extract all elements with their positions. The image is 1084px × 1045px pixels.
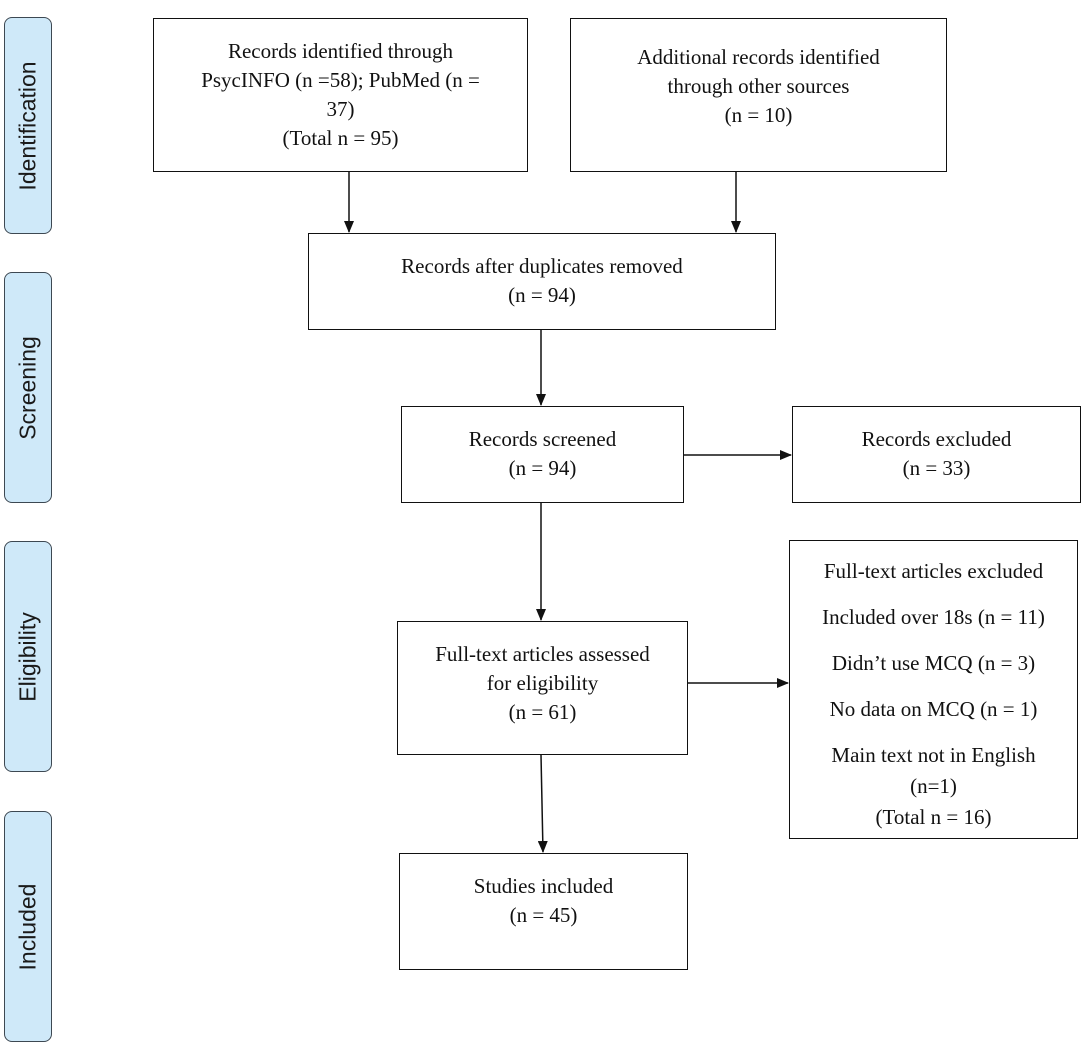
studies-included-box: Studies included (n = 45) [399, 853, 688, 970]
box-line: (Total n = 95) [282, 126, 399, 150]
box-line: (n = 94) [508, 456, 577, 480]
stage-tab-identification: Identification [4, 17, 52, 234]
box-line: Didn’t use MCQ (n = 3) [831, 651, 1036, 675]
box-line: Records excluded [861, 427, 1012, 451]
box-line: (n = 33) [902, 456, 971, 480]
box-line: (n = 45) [509, 903, 578, 927]
box-line: Included over 18s (n = 11) [822, 605, 1045, 629]
box-line: PsycINFO (n =58); PubMed (n = [201, 68, 480, 92]
box-line: for eligibility [486, 671, 599, 695]
box-line: Additional records identified [637, 45, 880, 69]
box-line: Records screened [468, 427, 617, 451]
stage-tab-eligibility: Eligibility [4, 541, 52, 772]
arrow-fulltext-to-included [537, 754, 548, 853]
box-line: Full-text articles assessed [435, 642, 650, 666]
box-line: (Total n = 16) [875, 805, 992, 829]
box-line: Records identified through [227, 39, 454, 63]
box-line: (n = 94) [508, 283, 576, 307]
stage-tab-screening: Screening [4, 272, 52, 503]
fulltext-assessed-box: Full-text articles assessed for eligibil… [397, 621, 688, 755]
records-screened-box: Records screened (n = 94) [401, 406, 684, 503]
fulltext-excluded-box: Full-text articles excluded Included ove… [789, 540, 1078, 839]
box-line: (n = 61) [508, 700, 577, 724]
box-line: Records after duplicates removed [401, 254, 683, 278]
box-line: (n = 10) [724, 103, 793, 127]
box-line: Studies included [473, 874, 614, 898]
records-identified-box: Records identified through PsycINFO (n =… [153, 18, 528, 172]
box-line: (n=1) [910, 774, 957, 798]
additional-records-box: Additional records identified through ot… [570, 18, 947, 172]
box-line: 37) [326, 97, 355, 121]
stage-tab-included: Included [4, 811, 52, 1042]
box-line: Full-text articles excluded [823, 559, 1044, 583]
records-excluded-box: Records excluded (n = 33) [792, 406, 1081, 503]
box-line: No data on MCQ (n = 1) [829, 697, 1038, 721]
box-line: through other sources [667, 74, 850, 98]
duplicates-removed-box: Records after duplicates removed (n = 94… [308, 233, 776, 330]
box-line: Main text not in English [831, 743, 1036, 767]
